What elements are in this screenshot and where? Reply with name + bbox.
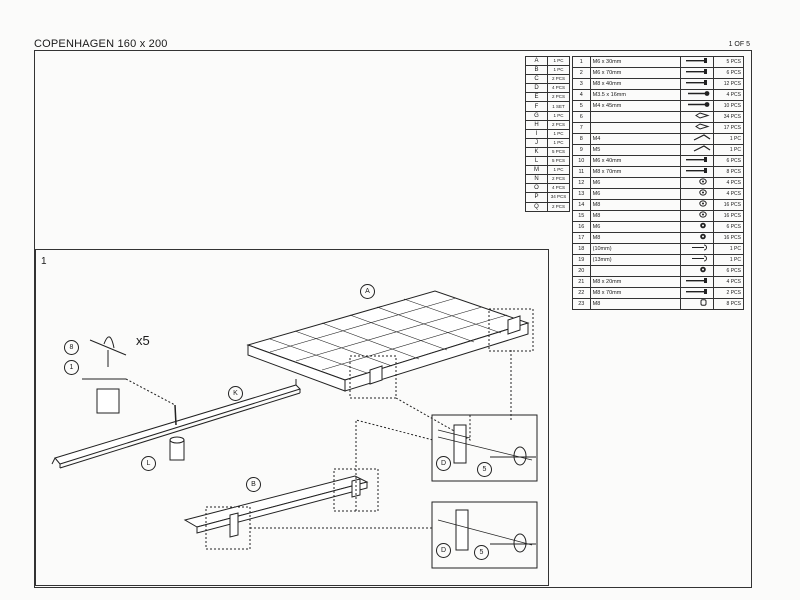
part-quantity: 2 PCS	[547, 201, 570, 212]
part-quantity: 1 PC	[547, 65, 570, 76]
callout-1: 1	[64, 360, 79, 375]
nut-icon	[679, 265, 714, 277]
callout-l: L	[141, 456, 156, 471]
callout-8: 8	[64, 340, 79, 355]
step-number: 1	[41, 256, 47, 267]
hardware-row: 19(13mm)1 PC	[572, 254, 745, 266]
step-1-panel	[35, 249, 549, 586]
part-quantity: 1 PC	[547, 110, 570, 121]
callout-d-bottom: D	[436, 543, 451, 558]
page-frame	[34, 50, 752, 588]
part-quantity: 1 SET	[547, 101, 570, 112]
document-title: COPENHAGEN 160 x 200	[34, 38, 168, 50]
part-quantity: 1 PC	[547, 55, 570, 67]
cap-icon	[679, 298, 714, 310]
callout-5-bottom: 5	[474, 545, 489, 560]
part-quantity: 2 PCS	[547, 74, 570, 85]
callout-k: K	[228, 386, 243, 401]
part-quantity: 2 PCS	[547, 92, 570, 103]
hardware-quantity: 8 PCS	[712, 298, 745, 310]
page-number: 1 OF 5	[728, 41, 750, 48]
callout-b: B	[246, 477, 261, 492]
panel-a-drawing	[246, 290, 530, 392]
bolt-icon	[679, 67, 714, 79]
callout-5-top: 5	[477, 462, 492, 477]
rail-k-drawing	[51, 379, 301, 469]
rail-b-drawing	[183, 475, 369, 534]
callout-a: A	[360, 284, 375, 299]
quantity-multiplier: x5	[136, 333, 150, 348]
part-quantity: 4 PCS	[547, 83, 570, 94]
hardware-quantity: 6 PCS	[712, 265, 745, 277]
callout-d-top: D	[436, 456, 451, 471]
